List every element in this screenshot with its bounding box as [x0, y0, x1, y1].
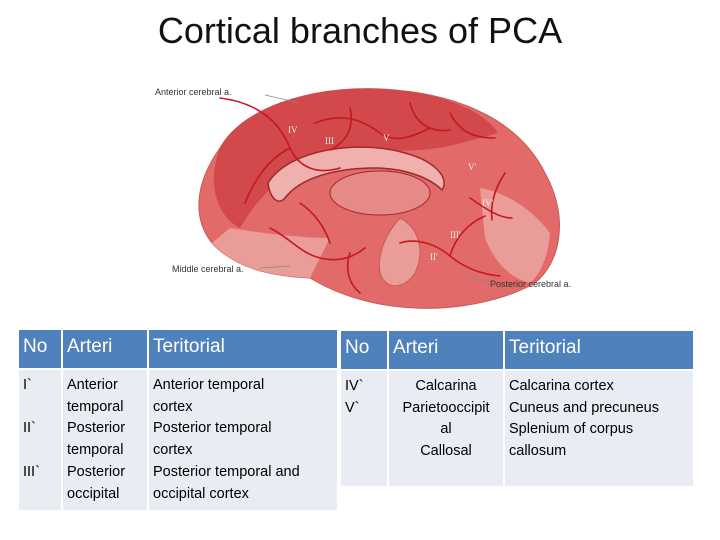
- label-anterior-cerebral: Anterior cerebral a.: [155, 87, 232, 97]
- right-no-cell: IV` V`: [341, 370, 387, 486]
- left-teritorial-cell: Anterior temporal cortex Posterior tempo…: [149, 369, 337, 511]
- header-arteri: Arteri: [63, 330, 147, 368]
- label-posterior-cerebral: Posterior cerebral a.: [490, 279, 571, 289]
- left-table-header: No Arteri Teritorial: [19, 330, 337, 368]
- header-teritorial: Teritorial: [505, 331, 693, 369]
- right-teritorial-cell: Calcarina cortex Cuneus and precuneus Sp…: [505, 370, 693, 486]
- left-no-cell: I` II` III`: [19, 369, 61, 511]
- region-label-iv-prime: IV': [482, 198, 493, 208]
- region-label-v: V: [383, 133, 390, 143]
- header-no: No: [19, 330, 61, 368]
- thalamus: [329, 170, 431, 216]
- middle-territory: [212, 228, 330, 278]
- anterior-territory: [213, 88, 498, 229]
- page-title: Cortical branches of PCA: [157, 10, 563, 51]
- region-label-ii-prime: II': [430, 252, 438, 262]
- left-table-row: I` II` III` Anterior temporal Posterior …: [19, 369, 337, 511]
- right-arteri-cell: Calcarina Parietooccipit al Callosal: [389, 370, 503, 486]
- right-table-row: IV` V` Calcarina Parietooccipit al Callo…: [341, 370, 693, 486]
- region-label-iv: IV: [288, 125, 298, 135]
- region-label-v-prime: V': [468, 162, 476, 172]
- vessels: [219, 97, 513, 294]
- corpus-callosum: [267, 146, 445, 202]
- brain-illustration: IV III V V' IV' III' II' Anterior cerebr…: [155, 87, 571, 309]
- region-label-iii-prime: III': [450, 230, 461, 240]
- right-table: No Arteri Teritorial IV` V` Calcarina Pa…: [339, 329, 695, 488]
- label-middle-cerebral: Middle cerebral a.: [172, 264, 244, 274]
- region-label-iii: III: [325, 136, 334, 146]
- right-table-header: No Arteri Teritorial: [341, 331, 693, 369]
- posterior-territory: [480, 188, 550, 283]
- left-table: No Arteri Teritorial I` II` III` Anterio…: [17, 328, 339, 512]
- left-arteri-cell: Anterior temporal Posterior temporal Pos…: [63, 369, 147, 511]
- header-teritorial: Teritorial: [149, 330, 337, 368]
- header-arteri: Arteri: [389, 331, 503, 369]
- header-no: No: [341, 331, 387, 369]
